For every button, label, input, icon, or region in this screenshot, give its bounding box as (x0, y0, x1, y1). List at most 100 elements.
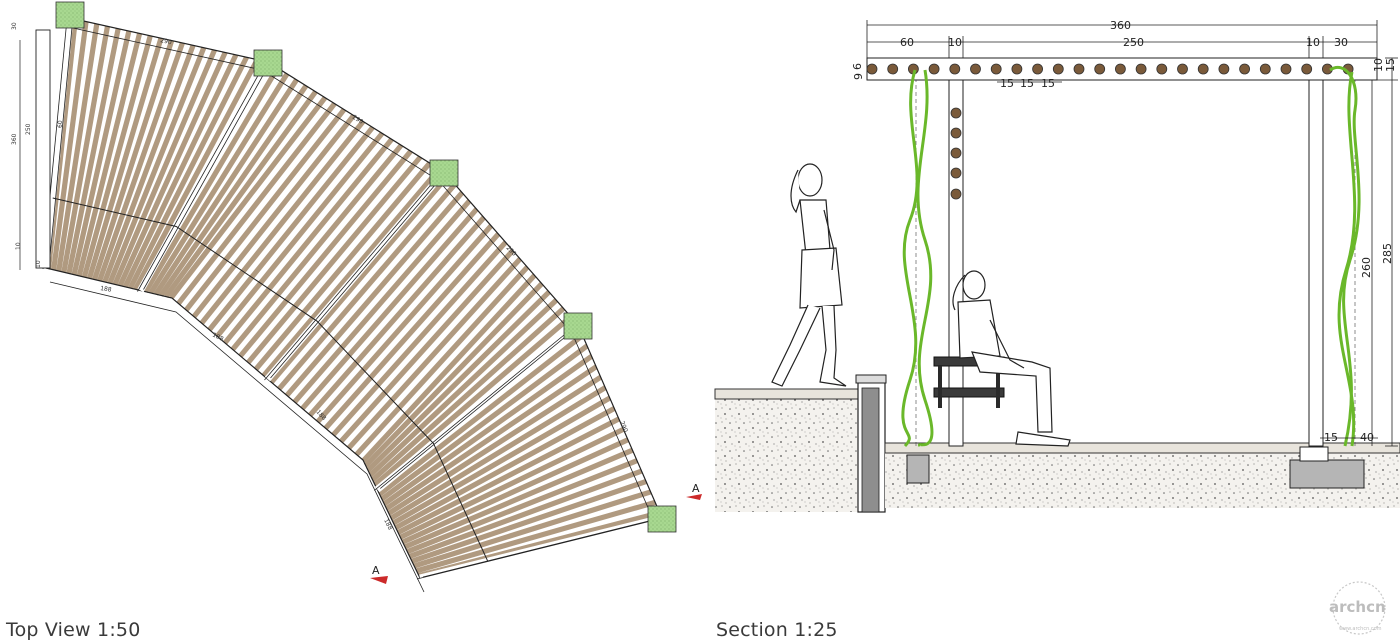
dim-beam-h2: 9 (852, 73, 865, 80)
walker-torso (799, 199, 831, 256)
watermark-text: archcn (1329, 598, 1386, 616)
seated-feet (1015, 431, 1071, 447)
plan-slat (184, 107, 347, 312)
plan-inner-dim: 188 (100, 285, 112, 294)
plan-inner-dim: 188 (382, 518, 393, 532)
beam-log (1301, 63, 1313, 75)
post-log (950, 147, 962, 159)
plan-slat (261, 167, 442, 378)
watermark-url: www.archcn.com (1339, 626, 1382, 632)
plan-post-cap (253, 49, 283, 77)
plan-radial-beam-edge (143, 60, 272, 290)
beam-log (1280, 63, 1292, 75)
plan-radial-beam-edge (264, 172, 442, 381)
beam-log (1218, 63, 1230, 75)
plan-slat (361, 273, 537, 463)
plan-slat (76, 32, 143, 277)
plan-slat (323, 232, 501, 430)
plan-slat (238, 149, 413, 358)
dim-clear-height: 260 (1360, 257, 1373, 278)
dim-footing-b: 40 (1360, 431, 1374, 444)
plan-slat (292, 199, 472, 404)
walker-leg-back (771, 304, 821, 387)
plan-side-dim: 10 (15, 242, 22, 250)
plan-slat (148, 72, 290, 295)
section-dimension-lines (866, 20, 1398, 447)
plan-slat (308, 215, 486, 417)
beam-logs (866, 63, 1354, 75)
walker-arm (823, 209, 835, 271)
plan-inner-dim: 188 (211, 332, 225, 343)
plan-slat (246, 155, 423, 365)
beam-log (1115, 63, 1126, 75)
paving-right (884, 442, 1400, 454)
plan-radial-beam-edge (422, 516, 666, 578)
plan-slat (387, 374, 603, 516)
figure-walking (771, 163, 847, 387)
plan-slat (112, 49, 217, 286)
bench-lower (933, 387, 1005, 398)
seated-arm (989, 319, 1025, 369)
marker-label-left: A (372, 564, 380, 577)
plan-side-dim: 360 (11, 133, 18, 145)
post-log (950, 167, 962, 179)
beam-log (928, 63, 940, 75)
plan-slat (406, 458, 638, 555)
plan-slat (122, 53, 239, 288)
seated-hair (952, 274, 966, 311)
plan-slat (163, 90, 318, 299)
plan-frame-lines (19, 16, 666, 593)
walker-head (797, 163, 823, 197)
dim-beam-right-b: 15 (1384, 58, 1397, 72)
wall-core (861, 387, 880, 513)
beam-log (1156, 63, 1168, 75)
plan-slat (230, 143, 404, 352)
plan-radial-beam-edge (373, 325, 576, 491)
watermark-logo: archcn www.archcn.com (1323, 576, 1395, 640)
plan-slat (382, 354, 594, 506)
plan-side-bench (35, 29, 51, 269)
plan-slat (413, 489, 652, 569)
footing-right (1289, 459, 1365, 489)
plan-slat (56, 23, 100, 272)
plan-inner-beam (49, 281, 425, 593)
plan-slat (158, 84, 309, 297)
plan-slat (408, 468, 643, 559)
post-log (950, 127, 962, 139)
walker-leg-front (819, 305, 847, 387)
vine-right-a (1329, 66, 1361, 447)
plan-slat (153, 78, 299, 296)
plan-post-caps (55, 1, 677, 533)
plan-side-dim: 60 (57, 120, 64, 128)
plan-deck-slats (45, 18, 661, 579)
plan-slat (366, 290, 551, 473)
plan-slat (133, 58, 260, 291)
plan-arc-dim: 290 (160, 37, 173, 46)
dim-beam-right-a: 10 (1372, 58, 1385, 72)
beam-log (1094, 63, 1106, 75)
vine-right-b (1337, 71, 1357, 447)
plan-radial-beam-fill (375, 322, 581, 493)
plan-slat (284, 190, 465, 398)
figure-seated (952, 270, 1071, 447)
walker-hair (790, 169, 801, 214)
beam-log (970, 63, 981, 75)
beam-log (1135, 63, 1147, 75)
plan-slat (380, 343, 589, 502)
plan-post-cap (55, 1, 85, 29)
vine-left-a (901, 69, 919, 448)
plan-slat (169, 96, 328, 300)
plan-side-dim: 250 (25, 123, 32, 135)
dim-spacing-1: 15 (1000, 77, 1014, 90)
wall-cap (855, 374, 887, 384)
plan-slat (215, 131, 385, 338)
plan-middle-beam (52, 197, 489, 562)
bench-leg-right (996, 366, 1000, 408)
plan-slat (385, 364, 598, 511)
plan-slat (315, 224, 494, 424)
section-dimension-labels: 360 60 10 250 10 30 6 9 10 15 15 15 15 2… (851, 19, 1397, 444)
plan-slat (377, 333, 585, 497)
plan-slat (86, 37, 164, 280)
seated-torso (957, 299, 1001, 359)
